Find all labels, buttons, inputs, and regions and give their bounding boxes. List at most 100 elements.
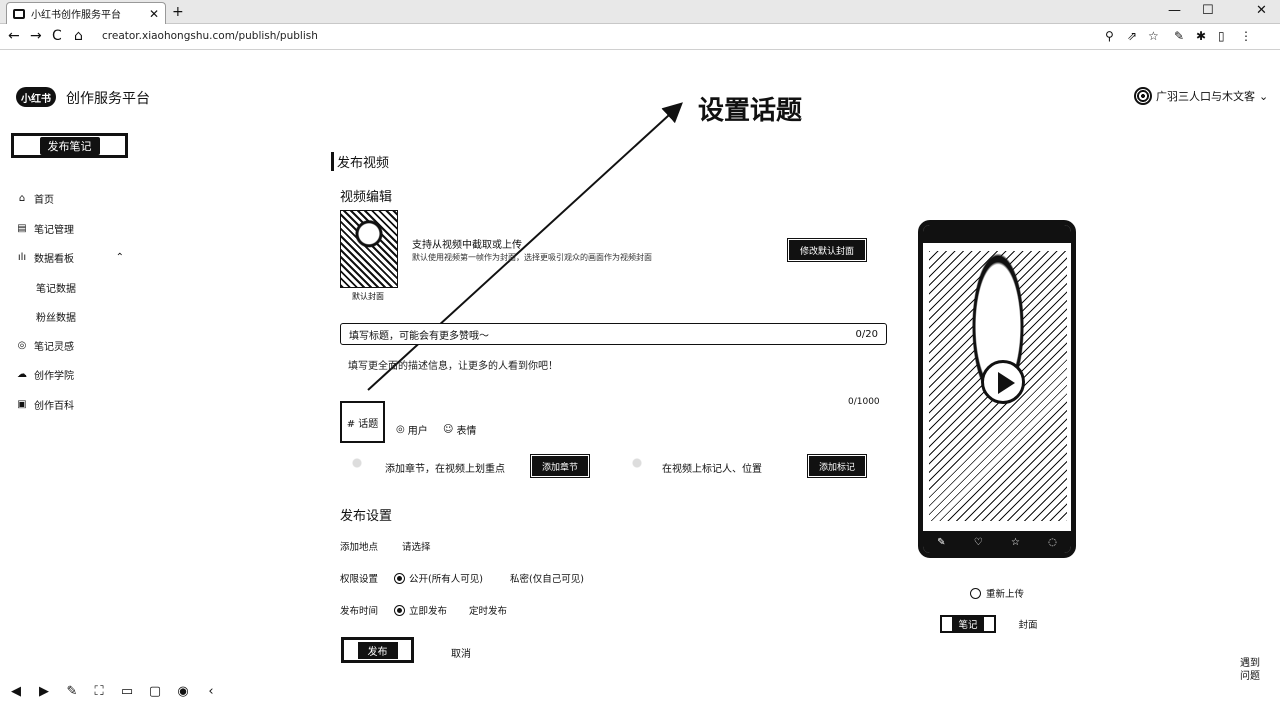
video-edit-heading: 视频编辑 (340, 190, 393, 205)
location-select[interactable]: 请选择 (402, 542, 431, 553)
help-button[interactable]: 遇到 问题 (1240, 657, 1260, 683)
chapter-decoration (342, 455, 372, 471)
lightbulb-icon: ◎ (17, 340, 27, 351)
sidebar-item-home[interactable]: ⌂ 首页 (16, 191, 54, 206)
mention-user-label: 用户 (407, 426, 428, 437)
schedule-publish-label: 定时发布 (469, 606, 508, 617)
sidebar-item-note-management[interactable]: ▤ 笔记管理 (16, 221, 74, 236)
permission-public-label: 公开(所有人可见) (409, 574, 483, 585)
topic-button[interactable]: # 话题 (340, 401, 385, 443)
chapter-description: 添加章节，在视频上划重点 (385, 464, 505, 475)
tab-favicon-icon (13, 8, 25, 19)
sidebar-item-academy[interactable]: ☁ 创作学院 (16, 367, 74, 382)
emoji-button[interactable]: ☺ 表情 (443, 422, 476, 437)
sidebar-item-label: 创作百科 (34, 401, 74, 412)
sidebar-item-data-dashboard[interactable]: ılı 数据看板 ⌃ (16, 250, 124, 265)
description-input[interactable]: 填写更全面的描述信息，让更多的人看到你吧！ (348, 361, 558, 372)
mark-decoration (622, 455, 652, 471)
avatar (1134, 87, 1152, 105)
radio-selected-icon (394, 604, 405, 616)
permission-label: 权限设置 (340, 574, 379, 585)
chevron-down-icon: ⌄ (1259, 89, 1269, 103)
comment-icon: ✎ (937, 536, 946, 548)
bar-chart-icon: ılı (17, 252, 27, 263)
add-mark-button[interactable]: 添加标记 (807, 454, 867, 478)
radio-selected-icon (394, 572, 405, 584)
cover-thumbnail[interactable] (340, 210, 398, 288)
forward-arrow-icon[interactable]: → (30, 28, 42, 44)
reupload-label: 重新上传 (986, 589, 1025, 600)
close-window-icon[interactable]: ✕ (1256, 3, 1267, 18)
edit-cover-button[interactable]: 修改默认封面 (787, 238, 867, 262)
emoji-icon: ☺ (443, 424, 454, 435)
publish-note-label: 发布笔记 (39, 136, 100, 155)
schedule-publish-radio[interactable]: 定时发布 (469, 603, 507, 617)
sidebar-item-encyclopedia[interactable]: ▣ 创作百科 (16, 397, 74, 412)
new-tab-button[interactable]: + (172, 4, 184, 20)
extensions-puzzle-icon[interactable]: ✱ (1196, 29, 1207, 43)
record-icon[interactable]: ◉ (177, 683, 189, 699)
add-chapter-button[interactable]: 添加章节 (530, 454, 590, 478)
maximize-icon[interactable]: ☐ (1202, 3, 1214, 18)
browser-menu-icon[interactable]: ⋮ (1240, 29, 1252, 43)
video-camera-icon[interactable]: ▭ (120, 683, 134, 699)
bookmark-star-icon[interactable]: ☆ (1148, 29, 1159, 43)
cloud-icon: ☁ (17, 369, 27, 380)
tab-close-icon[interactable]: ✕ (148, 6, 159, 21)
back-arrow-icon[interactable]: ← (8, 28, 20, 44)
help-line-1: 遇到 (1240, 658, 1260, 669)
share-icon[interactable]: ⇗ (1127, 29, 1138, 43)
browser-tab[interactable]: 小红书创作服务平台 ✕ (6, 2, 166, 24)
permission-public-radio[interactable]: 公开(所有人可见) (394, 571, 483, 585)
reload-icon[interactable]: C (52, 28, 62, 44)
mark-description: 在视频上标记人、位置 (662, 464, 762, 475)
rewind-icon[interactable]: ◀ (11, 683, 21, 699)
mention-user-button[interactable]: ◎ 用户 (396, 422, 428, 437)
chat-icon: ◌ (1048, 536, 1057, 548)
heart-icon: ♡ (973, 536, 983, 548)
logo[interactable]: 小红书 (16, 87, 56, 107)
location-label: 添加地点 (340, 542, 379, 553)
collapse-icon[interactable]: ‹ (208, 683, 214, 699)
play-forward-icon[interactable]: ▶ (39, 683, 49, 699)
cover-description: 支持从视频中截取或上传 (412, 240, 522, 251)
sidebar-item-label: 创作学院 (34, 371, 74, 382)
url-field[interactable]: creator.xiaohongshu.com/publish/publish (102, 30, 318, 42)
permission-private-radio[interactable]: 私密(仅自己可见) (510, 571, 584, 585)
phone-status-bar (923, 225, 1071, 243)
sidebar-item-inspiration[interactable]: ◎ 笔记灵感 (16, 338, 74, 353)
phone-preview: ✎ ♡ ☆ ◌ (918, 220, 1076, 558)
chat-bubble-icon[interactable]: ▢ (148, 683, 162, 699)
upload-icon (970, 587, 981, 599)
address-bar-row (0, 24, 1280, 50)
play-icon[interactable] (981, 360, 1025, 404)
publish-now-radio[interactable]: 立即发布 (394, 603, 447, 617)
submit-label: 发布 (357, 641, 398, 659)
title-input[interactable]: 填写标题，可能会有更多赞哦～ 0/20 (340, 323, 887, 345)
at-icon: ◎ (396, 424, 405, 435)
page-title: 发布视频 (331, 152, 389, 171)
sidebar-item-label: 首页 (34, 195, 54, 206)
phone-action-bar: ✎ ♡ ☆ ◌ (923, 531, 1071, 553)
sidebar-item-label: 数据看板 (34, 254, 74, 265)
sidebar-item-note-data[interactable]: 笔记数据 (36, 284, 76, 295)
pen-icon[interactable]: ✎ (66, 683, 78, 699)
publish-time-label: 发布时间 (340, 606, 379, 617)
tab-note-label: 笔记 (952, 617, 984, 631)
title-counter: 0/20 (855, 328, 878, 340)
cancel-button[interactable]: 取消 (451, 649, 471, 660)
submit-button[interactable]: 发布 (341, 637, 414, 663)
sidebar-toggle-icon[interactable]: ▯ (1218, 29, 1225, 43)
sidebar-item-fan-data[interactable]: 粉丝数据 (36, 313, 76, 324)
reupload-button[interactable]: 重新上传 (970, 586, 1024, 600)
tab-note-preview[interactable]: 笔记 (940, 615, 996, 633)
extension-edit-icon[interactable]: ✎ (1174, 29, 1185, 43)
location-icon[interactable]: ⚲ (1105, 29, 1114, 43)
screenshot-icon[interactable]: ⛶ (94, 683, 104, 699)
user-menu[interactable]: 广羽三人口与木文客 ⌄ (1134, 87, 1268, 105)
tab-cover-preview[interactable]: 封面 (1018, 620, 1038, 631)
minimize-icon[interactable]: — (1168, 3, 1181, 18)
publish-note-button[interactable]: 发布笔记 (11, 133, 128, 158)
home-icon[interactable]: ⌂ (74, 28, 83, 44)
